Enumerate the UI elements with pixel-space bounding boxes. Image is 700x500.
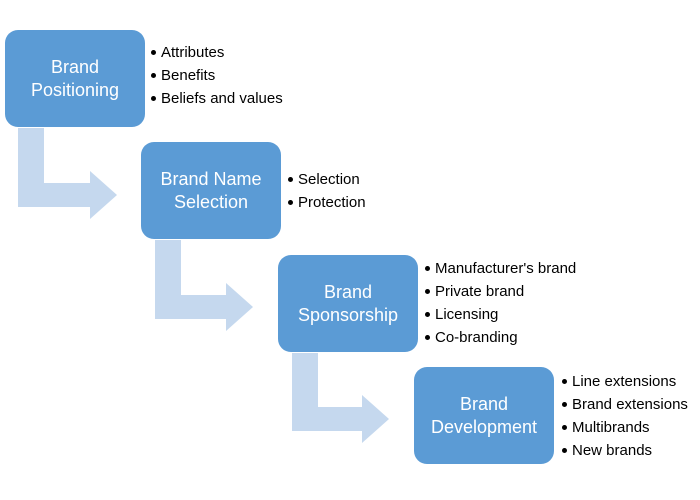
list-item: Co-branding bbox=[424, 326, 576, 349]
step-box-brand-name-selection: Brand Name Selection bbox=[141, 142, 281, 239]
step-items-brand-development: Line extensions Brand extensions Multibr… bbox=[561, 370, 688, 462]
step-items-brand-sponsorship: Manufacturer's brand Private brand Licen… bbox=[424, 257, 576, 349]
step-box-brand-sponsorship: Brand Sponsorship bbox=[278, 255, 418, 352]
bent-arrow-3 bbox=[292, 353, 389, 443]
step-items-brand-name-selection: Selection Protection bbox=[287, 168, 366, 214]
list-item: Line extensions bbox=[561, 370, 688, 393]
step-title-line: Brand bbox=[459, 393, 509, 414]
list-item: Brand extensions bbox=[561, 393, 688, 416]
bent-arrow-1 bbox=[18, 128, 117, 219]
step-title-line: Brand Name bbox=[160, 168, 262, 189]
list-item: Benefits bbox=[150, 64, 283, 87]
step-box-brand-positioning: Brand Positioning bbox=[5, 30, 145, 127]
list-item: Beliefs and values bbox=[150, 87, 283, 110]
list-item: Manufacturer's brand bbox=[424, 257, 576, 280]
list-item: Multibrands bbox=[561, 416, 688, 439]
step-title-line: Development bbox=[430, 416, 538, 437]
step-title-line: Positioning bbox=[30, 79, 120, 100]
list-item: New brands bbox=[561, 439, 688, 462]
list-item: Licensing bbox=[424, 303, 576, 326]
list-item: Selection bbox=[287, 168, 366, 191]
bent-arrow-2 bbox=[155, 240, 253, 331]
step-title-line: Selection bbox=[173, 191, 249, 212]
step-title-line: Sponsorship bbox=[297, 304, 399, 325]
list-item: Private brand bbox=[424, 280, 576, 303]
step-box-brand-development: Brand Development bbox=[414, 367, 554, 464]
step-items-brand-positioning: Attributes Benefits Beliefs and values bbox=[150, 41, 283, 110]
list-item: Protection bbox=[287, 191, 366, 214]
list-item: Attributes bbox=[150, 41, 283, 64]
step-title-line: Brand bbox=[50, 56, 100, 77]
step-title-line: Brand bbox=[323, 281, 373, 302]
